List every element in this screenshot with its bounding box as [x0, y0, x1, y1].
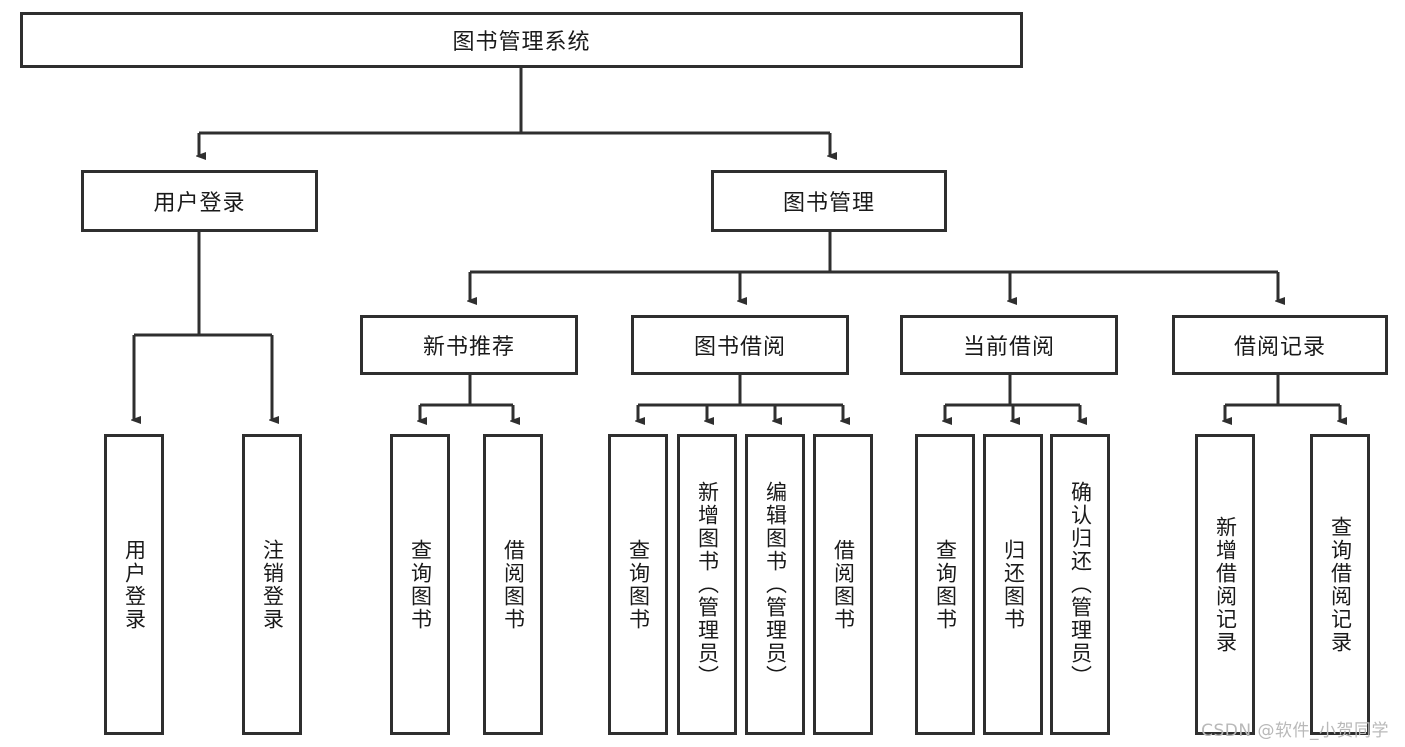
leaf-return-book-label: 归还图书 — [1001, 538, 1026, 631]
node-user-login[interactable]: 用户登录 — [81, 170, 318, 232]
leaf-add-borrow-record[interactable]: 新增借阅记录 — [1195, 434, 1255, 735]
node-current-borrow[interactable]: 当前借阅 — [900, 315, 1118, 375]
leaf-borrow-book-label: 借阅图书 — [831, 538, 856, 631]
leaf-query-book-borrow[interactable]: 查询图书 — [608, 434, 668, 735]
leaf-query-book-borrow-label: 查询图书 — [626, 538, 651, 631]
leaf-query-book-current-label: 查询图书 — [933, 538, 958, 631]
leaf-query-borrow-record[interactable]: 查询借阅记录 — [1310, 434, 1370, 735]
leaf-user-logout[interactable]: 注销登录 — [242, 434, 302, 735]
node-book-borrow[interactable]: 图书借阅 — [631, 315, 849, 375]
leaf-query-borrow-record-label: 查询借阅记录 — [1328, 515, 1353, 654]
node-borrow-records[interactable]: 借阅记录 — [1172, 315, 1388, 375]
leaf-add-book-admin-label: 新增图书（管理员） — [695, 481, 720, 688]
node-borrow-records-label: 借阅记录 — [1233, 335, 1326, 360]
leaf-query-book-rec-label: 查询图书 — [408, 538, 433, 631]
leaf-user-login[interactable]: 用户登录 — [104, 434, 164, 735]
node-book-management-label: 图书管理 — [782, 191, 875, 216]
node-new-book-recommend[interactable]: 新书推荐 — [360, 315, 578, 375]
leaf-confirm-return-admin-label: 确认归还（管理员） — [1068, 481, 1093, 688]
leaf-edit-book-admin-label: 编辑图书（管理员） — [763, 481, 788, 688]
watermark: CSDN @软件_小贺同学 — [1201, 721, 1389, 741]
leaf-add-book-admin[interactable]: 新增图书（管理员） — [677, 434, 737, 735]
node-new-book-recommend-label: 新书推荐 — [422, 335, 515, 360]
leaf-return-book[interactable]: 归还图书 — [983, 434, 1043, 735]
leaf-user-logout-label: 注销登录 — [260, 538, 285, 631]
leaf-user-login-label: 用户登录 — [122, 538, 147, 631]
leaf-add-borrow-record-label: 新增借阅记录 — [1213, 515, 1238, 654]
leaf-borrow-book-rec-label: 借阅图书 — [501, 538, 526, 631]
node-root[interactable]: 图书管理系统 — [20, 12, 1023, 68]
node-current-borrow-label: 当前借阅 — [962, 335, 1055, 360]
node-book-management[interactable]: 图书管理 — [711, 170, 947, 232]
leaf-confirm-return-admin[interactable]: 确认归还（管理员） — [1050, 434, 1110, 735]
node-user-login-label: 用户登录 — [153, 191, 246, 216]
node-root-label: 图书管理系统 — [452, 30, 591, 55]
node-book-borrow-label: 图书借阅 — [693, 335, 786, 360]
leaf-query-book-current[interactable]: 查询图书 — [915, 434, 975, 735]
leaf-query-book-rec[interactable]: 查询图书 — [390, 434, 450, 735]
leaf-borrow-book-rec[interactable]: 借阅图书 — [483, 434, 543, 735]
leaf-borrow-book[interactable]: 借阅图书 — [813, 434, 873, 735]
leaf-edit-book-admin[interactable]: 编辑图书（管理员） — [745, 434, 805, 735]
